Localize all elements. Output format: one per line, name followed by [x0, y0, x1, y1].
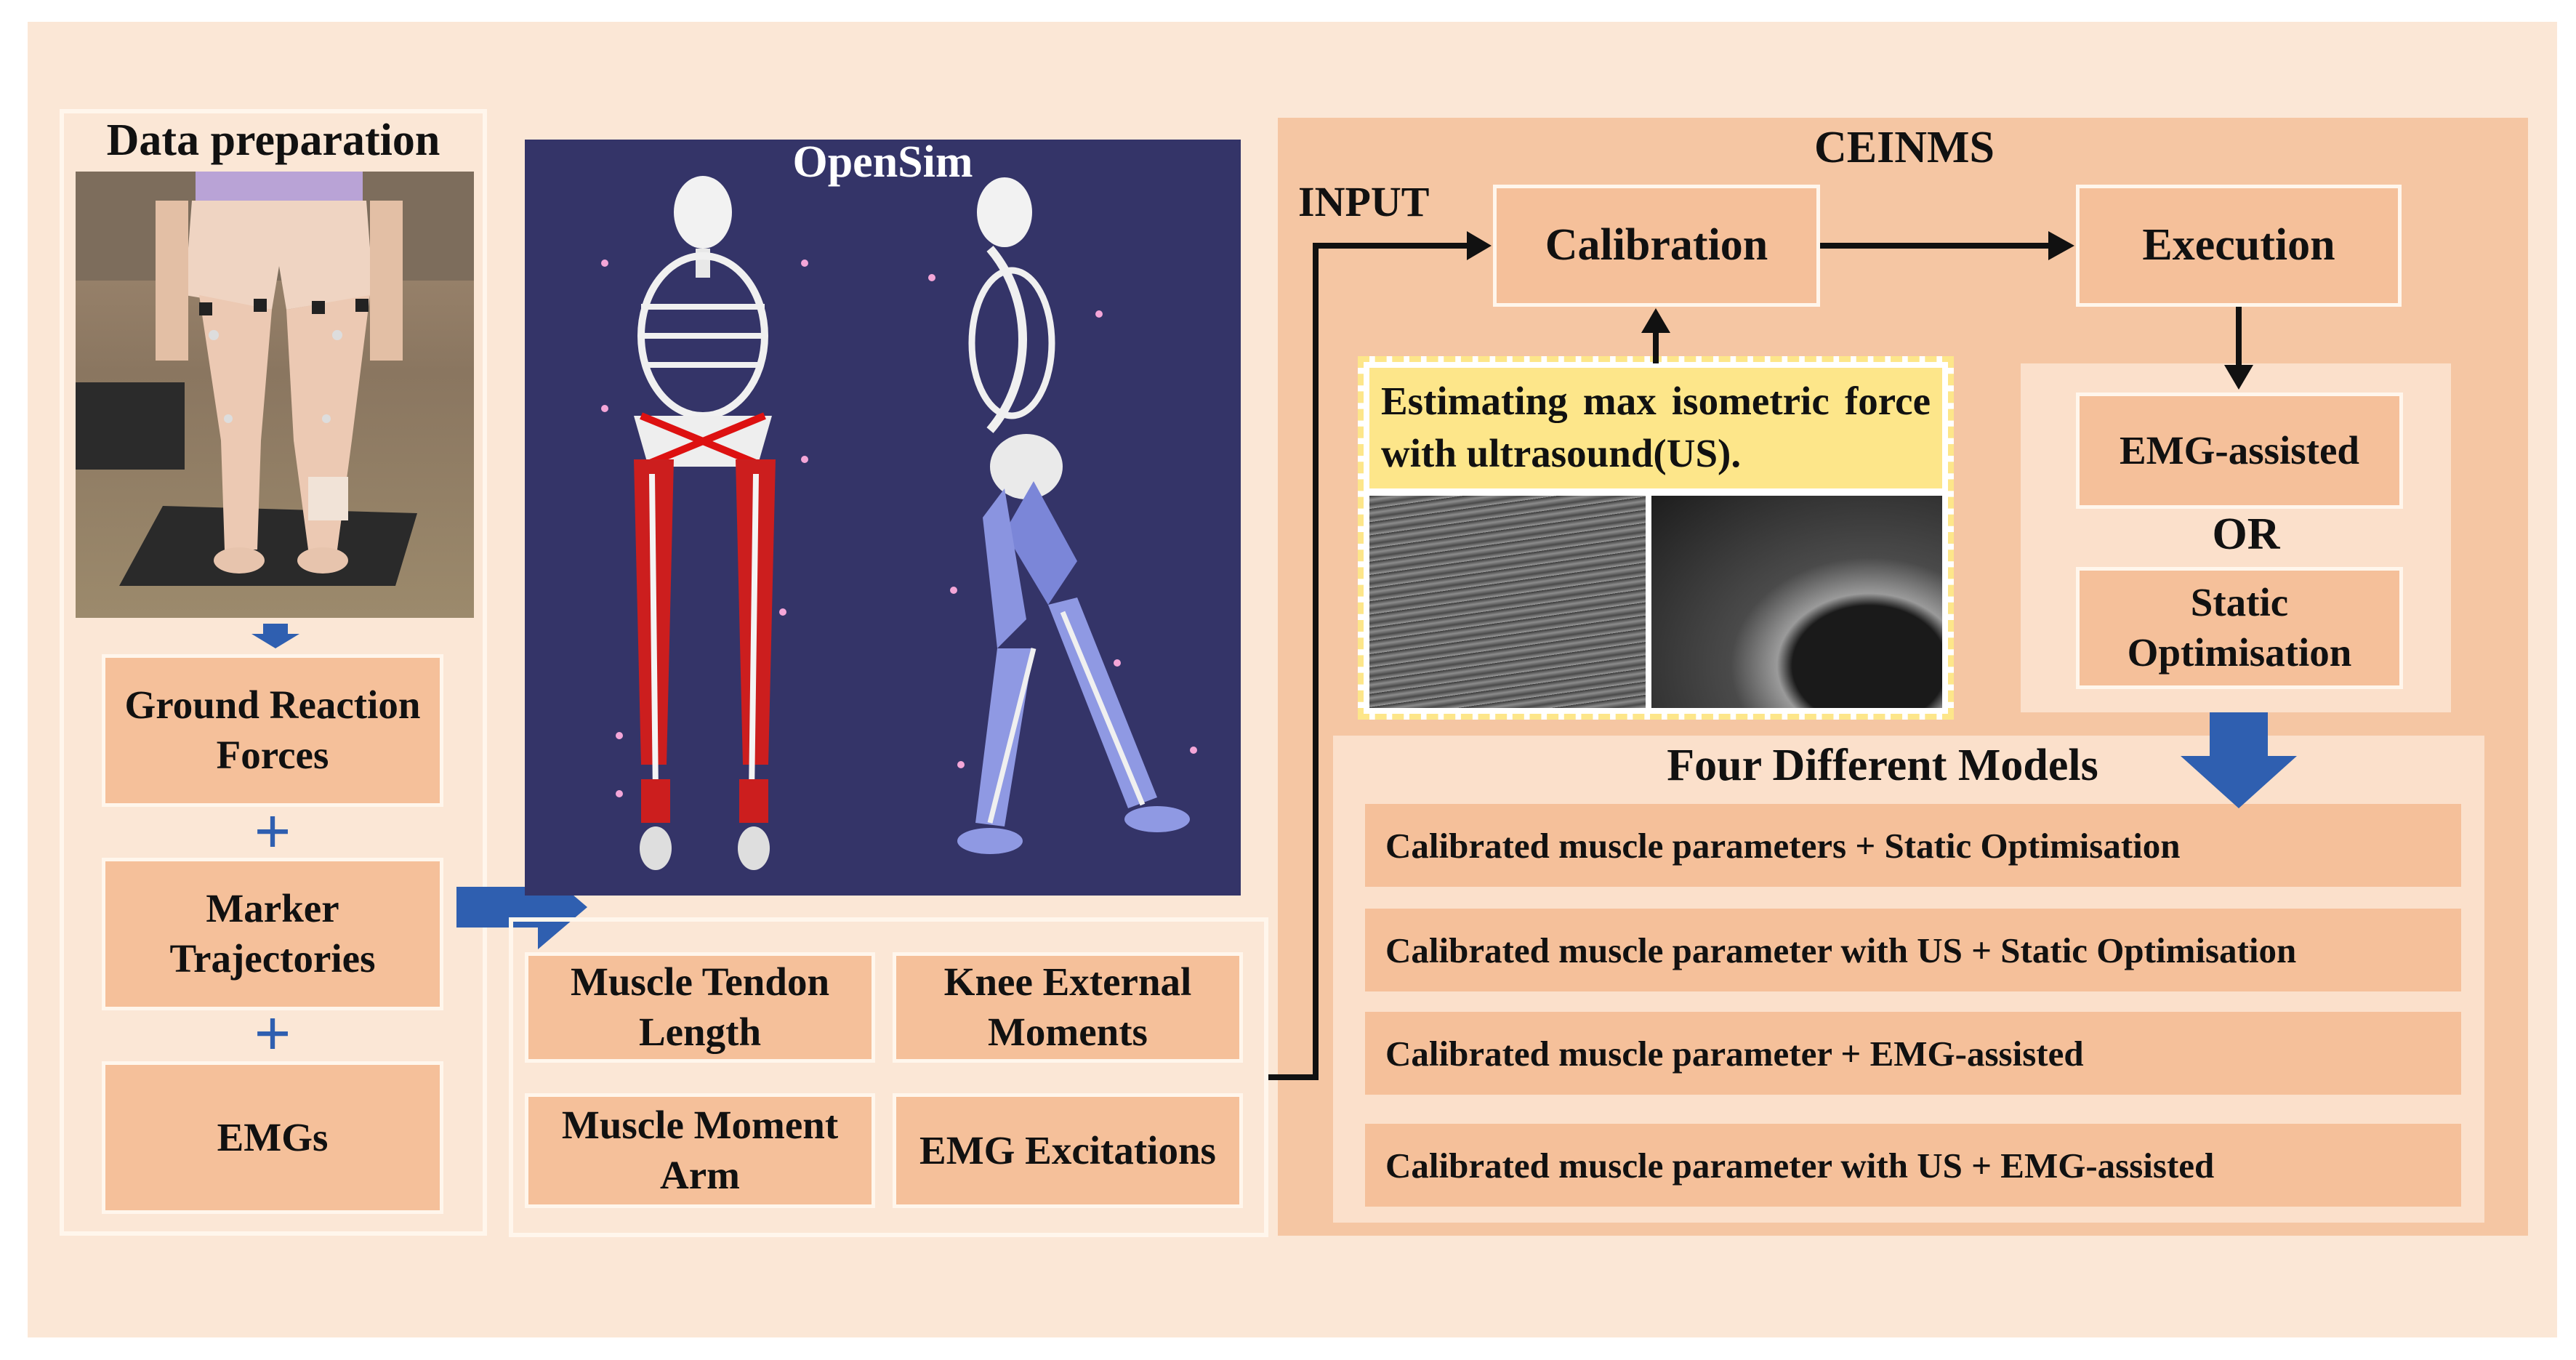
ultrasound-image-right — [1651, 496, 1942, 708]
emg-assisted-box: EMG-assisted — [2076, 393, 2403, 509]
data-preparation-title: Data preparation — [106, 116, 440, 165]
model-item: Calibrated muscle parameter with US + St… — [1365, 909, 2461, 991]
marker-trajectories-box: Marker Trajectories — [102, 858, 443, 1010]
subject-photo-drawing — [76, 172, 474, 586]
ultrasound-note: Estimating max isometric force with ultr… — [1369, 368, 1942, 488]
ultrasound-callout: Estimating max isometric force with ultr… — [1358, 356, 1954, 720]
emg-excitations-box: EMG Excitations — [893, 1093, 1243, 1208]
model-item: Calibrated muscle parameter with US + EM… — [1365, 1124, 2461, 1207]
knee-external-moments-box: Knee External Moments — [893, 952, 1243, 1063]
ground-reaction-forces-box: Ground Reaction Forces — [102, 654, 443, 807]
model-item: Calibrated muscle parameter + EMG-assist… — [1365, 1012, 2461, 1095]
ceinms-title: CEINMS — [1814, 123, 1995, 172]
models-title: Four Different Models — [1667, 741, 2098, 790]
or-label: OR — [2212, 510, 2280, 559]
data-preparation-panel — [60, 109, 487, 1236]
ultrasound-image-left — [1369, 496, 1646, 708]
muscle-tendon-length-box: Muscle Tendon Length — [525, 952, 875, 1063]
plus-icon: + — [254, 998, 291, 1070]
emgs-box: EMGs — [102, 1061, 443, 1214]
model-item: Calibrated muscle parameters + Static Op… — [1365, 804, 2461, 887]
muscle-moment-arm-box: Muscle Moment Arm — [525, 1093, 875, 1208]
opensim-models-drawing — [601, 176, 1197, 870]
opensim-view — [525, 140, 1241, 896]
opensim-title: OpenSim — [792, 137, 973, 187]
subject-photo — [76, 172, 474, 618]
opensim-outputs-panel — [509, 917, 1268, 1237]
execution-box: Execution — [2076, 185, 2402, 307]
plus-icon: + — [254, 796, 291, 868]
input-label: INPUT — [1298, 178, 1430, 225]
static-optimisation-box: Static Optimisation — [2076, 567, 2403, 689]
calibration-box: Calibration — [1493, 185, 1820, 307]
